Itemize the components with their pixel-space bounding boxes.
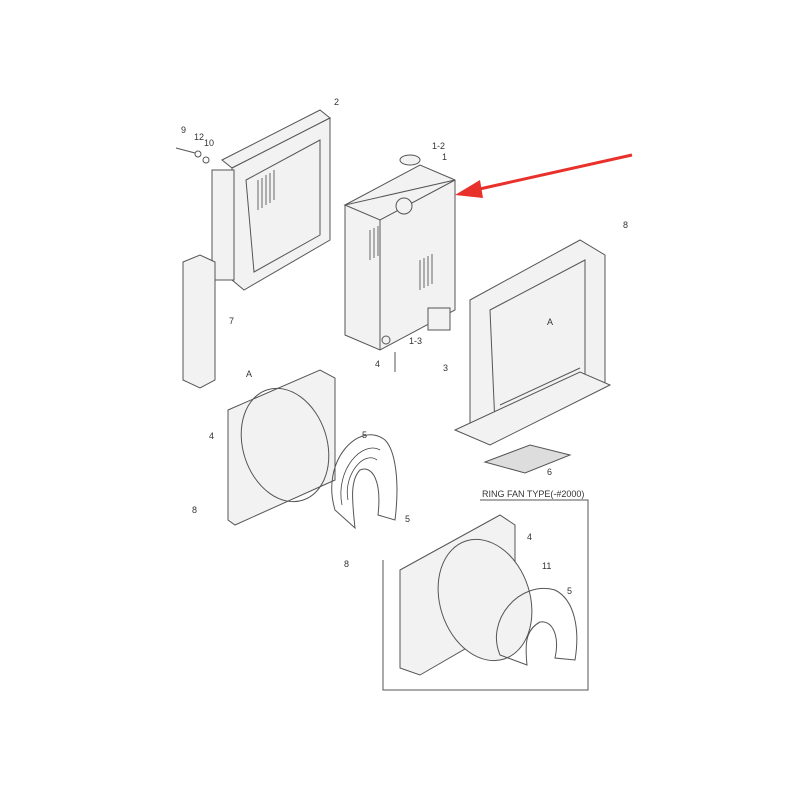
callout-12: 12 bbox=[194, 132, 204, 142]
callout-10: 10 bbox=[204, 138, 214, 148]
callout-A: A bbox=[246, 369, 252, 379]
callout-6: 6 bbox=[547, 467, 552, 477]
callout-5: 5 bbox=[405, 514, 410, 524]
callout-A: A bbox=[547, 317, 553, 327]
callout-4: 4 bbox=[527, 532, 532, 542]
callout-1-2: 1-2 bbox=[432, 141, 445, 151]
pad-part-6 bbox=[483, 444, 572, 474]
callout-5: 5 bbox=[362, 430, 367, 440]
callout-11: 11 bbox=[542, 561, 551, 571]
frame-part-3 bbox=[453, 239, 612, 446]
callout-9: 9 bbox=[181, 125, 186, 135]
callout-3: 3 bbox=[443, 363, 448, 373]
callout-2: 2 bbox=[334, 97, 339, 107]
bolt-parts bbox=[175, 147, 210, 164]
callout-1: 1 bbox=[442, 152, 447, 162]
callout-8: 8 bbox=[344, 559, 349, 569]
callout-labels: 2 9 12 10 1-2 1 8 7 A 1-3 4 3 A 4 5 6 8 … bbox=[181, 97, 628, 596]
callout-5: 5 bbox=[567, 586, 572, 596]
callout-1-3: 1-3 bbox=[409, 336, 422, 346]
fan-shroud-part-4 bbox=[227, 369, 336, 526]
callout-7: 7 bbox=[229, 316, 234, 326]
callout-8: 8 bbox=[623, 220, 628, 230]
radiator-part-1 bbox=[343, 154, 456, 372]
oil-cooler-part-2 bbox=[211, 109, 331, 291]
callout-8: 8 bbox=[192, 505, 197, 515]
callout-4: 4 bbox=[375, 359, 380, 369]
fan-guard-part-5 bbox=[331, 434, 398, 530]
callout-4: 4 bbox=[209, 431, 214, 441]
highlight-arrow bbox=[455, 153, 633, 198]
ring-fan-inset bbox=[382, 499, 589, 691]
inset-title: RING FAN TYPE(-#2000) bbox=[482, 489, 584, 499]
duct-part-7 bbox=[182, 254, 216, 389]
